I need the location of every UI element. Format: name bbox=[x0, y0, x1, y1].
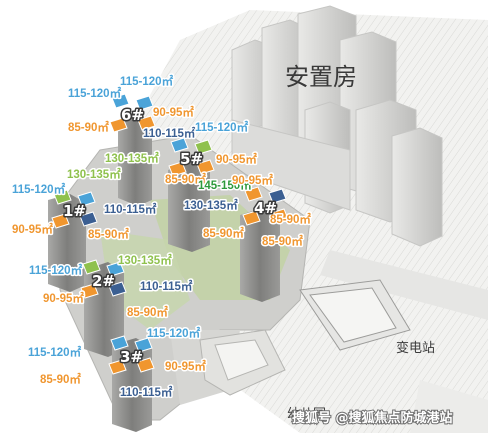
building-6-wing-3 bbox=[109, 117, 128, 133]
building-6-wing-2 bbox=[137, 115, 156, 131]
building-6-area-label: 90-95㎡ bbox=[153, 105, 194, 119]
building-3-wing-2 bbox=[136, 357, 155, 373]
building-5-wing-0 bbox=[170, 137, 189, 153]
building-5-wing-2 bbox=[196, 159, 215, 175]
building-4-number: 4# bbox=[254, 199, 277, 217]
building-1-area-label: 130-135㎡ bbox=[67, 167, 121, 181]
building-5-number: 5# bbox=[180, 150, 203, 168]
building-6-wing-1 bbox=[135, 95, 154, 111]
building-3-area-label: 90-95㎡ bbox=[165, 359, 206, 373]
building-4-wing-3 bbox=[242, 210, 261, 226]
building-3-wing-1 bbox=[134, 337, 153, 353]
building-3-wing-3 bbox=[108, 359, 127, 375]
resettlement-towers bbox=[231, 5, 443, 247]
building-5-wing-1 bbox=[194, 139, 213, 155]
building-3-area-label: 110-115㎡ bbox=[120, 385, 173, 399]
building-4-wing-2 bbox=[270, 208, 289, 224]
building-6-number: 6# bbox=[121, 106, 144, 124]
building-2-area-label: 85-90㎡ bbox=[127, 305, 168, 319]
building-4-area-label: 130-135㎡ bbox=[184, 198, 238, 212]
building-6-area-label: 115-120㎡ bbox=[120, 74, 174, 88]
building-2-number: 2# bbox=[92, 272, 115, 290]
unit-markers bbox=[51, 93, 289, 375]
building-5-area-label: 145-150㎡ bbox=[198, 178, 252, 192]
building-1-area-label: 85-90㎡ bbox=[88, 227, 129, 241]
building-1-wing-1 bbox=[77, 191, 96, 207]
building-2-wing-0 bbox=[82, 259, 101, 275]
building-5-area-label: 130-135㎡ bbox=[105, 151, 159, 165]
building-1-number: 1# bbox=[63, 202, 86, 220]
building-2-area-label: 115-120㎡ bbox=[29, 263, 83, 277]
building-1-area-label: 90-95㎡ bbox=[12, 222, 53, 236]
building-4-wing-0 bbox=[244, 186, 263, 202]
building-6-area-label: 85-90㎡ bbox=[68, 120, 109, 134]
building-4-wing-1 bbox=[268, 188, 287, 204]
building-5-area-label: 115-120㎡ bbox=[195, 120, 249, 134]
building-numbers: 6# 5# 4# 1# 2# 3# bbox=[62, 105, 279, 368]
watermark: 搜狐号 @搜狐焦点防城港站 bbox=[292, 410, 453, 426]
substation-label: 变电站 bbox=[396, 340, 435, 356]
building-2-area-label: 130-135㎡ bbox=[118, 253, 172, 267]
building-1-area-label: 110-115㎡ bbox=[104, 202, 157, 216]
substation-block bbox=[299, 279, 411, 351]
building-4-area-label: 85-90㎡ bbox=[262, 234, 303, 248]
building-4-area-label: 90-95㎡ bbox=[232, 173, 273, 187]
building-2-area-label: 90-95㎡ bbox=[43, 291, 84, 305]
building-4-area-label: 85-90㎡ bbox=[270, 212, 311, 226]
building-4-area-label: 85-90㎡ bbox=[203, 226, 244, 240]
resettlement-label: 安置房 bbox=[285, 63, 357, 91]
kindergarten-label: 幼儿园 bbox=[287, 407, 326, 422]
building-2-wing-2 bbox=[108, 281, 127, 297]
building-6-area-label: 115-120㎡ bbox=[68, 86, 122, 100]
building-2-area-label: 110-115㎡ bbox=[140, 279, 193, 293]
building-5-area-label: 85-90㎡ bbox=[165, 172, 206, 186]
building-1-wing-2 bbox=[79, 211, 98, 227]
building-3-wing-0 bbox=[110, 335, 129, 351]
building-5-wing-3 bbox=[168, 161, 187, 177]
building-6-area-label: 110-115㎡ bbox=[143, 126, 196, 140]
building-3-area-label: 115-120㎡ bbox=[147, 326, 201, 340]
building-3-number: 3# bbox=[120, 348, 143, 366]
building-2-wing-1 bbox=[106, 261, 125, 277]
building-1-wing-0 bbox=[53, 189, 72, 205]
building-5-area-label: 90-95㎡ bbox=[216, 152, 257, 166]
building-2-wing-3 bbox=[80, 283, 99, 299]
building-3-area-label: 85-90㎡ bbox=[40, 372, 81, 386]
building-1-area-label: 115-120㎡ bbox=[12, 182, 66, 196]
building-6-wing-0 bbox=[111, 93, 130, 109]
building-3-area-label: 115-120㎡ bbox=[28, 345, 82, 359]
building-1-wing-3 bbox=[51, 213, 70, 229]
